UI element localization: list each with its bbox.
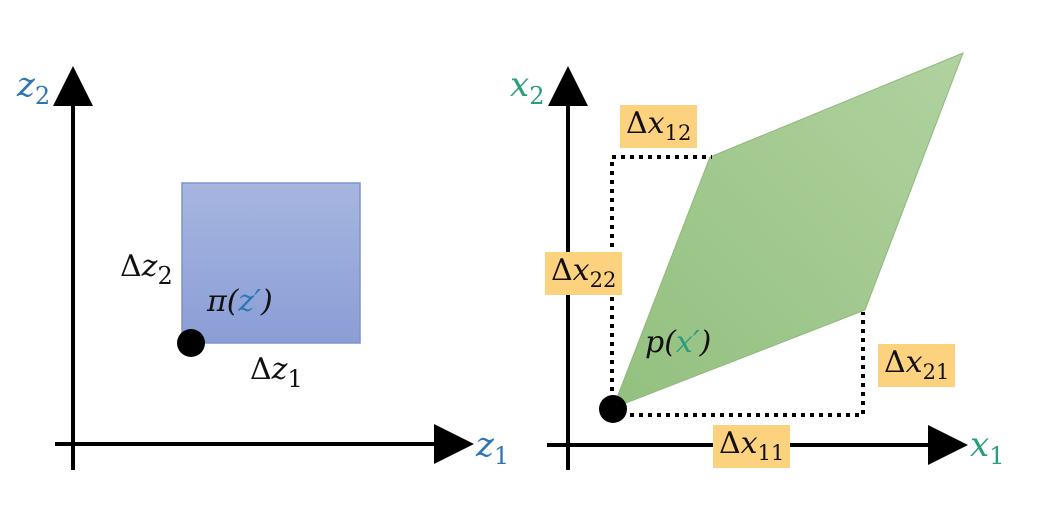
dotted-guides <box>610 155 865 417</box>
x2-axis-label: x2 <box>510 65 545 110</box>
delta-x21-tag: Δx21 <box>878 344 956 387</box>
delta-z1-label: Δz1 <box>250 352 303 393</box>
z1-axis-label: z1 <box>476 425 510 470</box>
p-x-density-label: p(x′) <box>645 325 712 360</box>
x1-axis-label: x1 <box>970 425 1005 470</box>
origin-point-x <box>599 395 627 423</box>
origin-point-z <box>177 329 205 357</box>
delta-z2-label: Δz2 <box>120 249 173 290</box>
unit-square <box>181 182 361 344</box>
parallelogram <box>612 52 964 409</box>
delta-x11-tag: Δx11 <box>713 425 791 468</box>
z2-axis-label: z2 <box>17 65 51 110</box>
pi-z-density-label: π(z′) <box>207 284 273 319</box>
delta-x12-tag: Δx12 <box>620 105 698 148</box>
delta-x22-tag: Δx22 <box>545 252 623 295</box>
